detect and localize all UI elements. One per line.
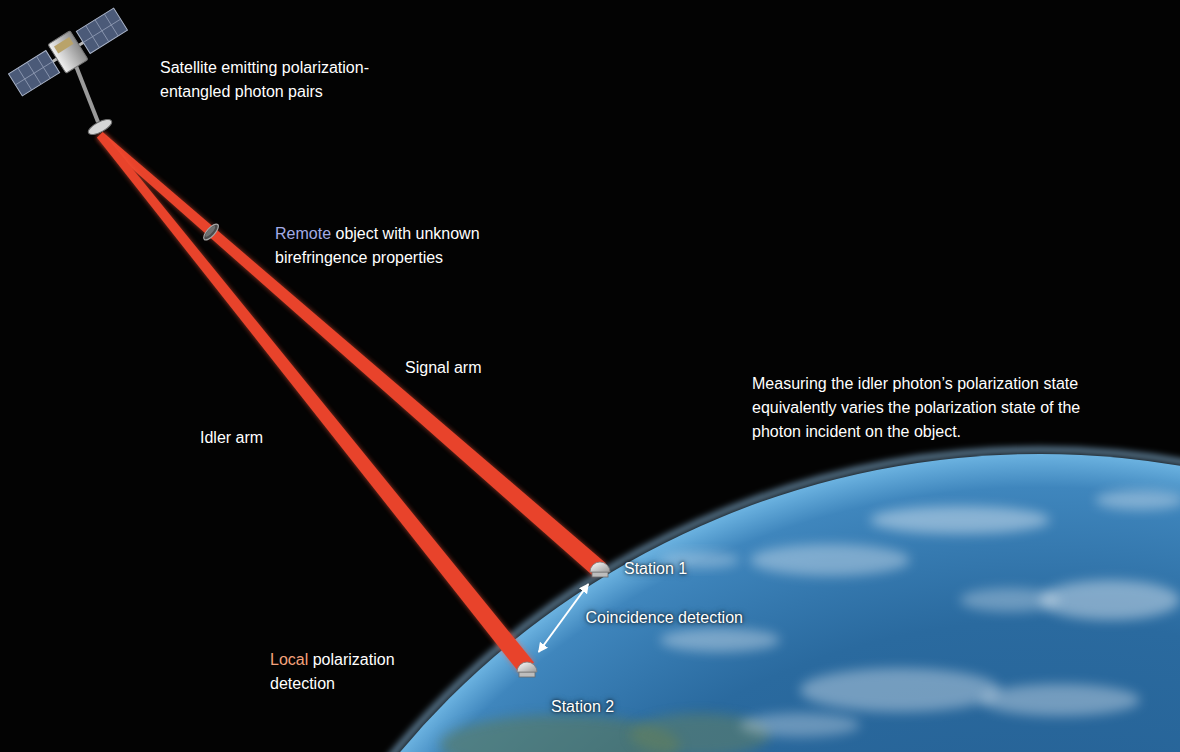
explanation-note: Measuring the idler photon’s polarizatio…: [752, 372, 1087, 444]
cloud: [1040, 580, 1180, 620]
satellite-caption: Satellite emitting polarization-entangle…: [160, 56, 430, 104]
dish-strut: [76, 66, 98, 122]
ground-station: Station 1: [588, 556, 612, 580]
emitter-dish: [86, 116, 114, 137]
remote-object: [201, 222, 220, 242]
arm-label: Idler arm: [200, 426, 320, 450]
station-dome: [588, 556, 612, 580]
cloud: [1095, 490, 1180, 510]
object-caption: Remote object with unknown birefringence…: [275, 222, 500, 270]
signal-beam: [97, 132, 606, 577]
station-base: [519, 672, 535, 677]
solar-panel: [76, 8, 127, 53]
station-label: Station 1: [624, 558, 687, 580]
panel-grid: [9, 51, 60, 96]
solar-panel: [9, 51, 60, 96]
satellite: [6, 5, 129, 138]
cloud: [800, 668, 1000, 712]
arm-label: Signal arm: [405, 356, 525, 380]
cloud: [660, 628, 780, 652]
ground-station: Station 2: [515, 656, 539, 680]
accent-word: Local: [270, 651, 308, 668]
cloud: [960, 588, 1060, 612]
satellite-body: [48, 31, 88, 74]
body-foil: [54, 37, 74, 53]
birefringent-disc: [201, 222, 220, 242]
photon-beams: [97, 132, 606, 674]
atmosphere-glow: [200, 450, 1180, 752]
station-label: Station 2: [551, 696, 614, 718]
accent-word: Remote: [275, 225, 331, 242]
idler-beam-glow: [97, 133, 534, 674]
signal-beam-glow: [97, 132, 606, 577]
dome-shell: [590, 562, 610, 572]
earth: [200, 450, 1180, 752]
detection-caption: Local polarization detection: [270, 648, 430, 696]
cloud: [980, 684, 1140, 716]
cloud: [750, 544, 910, 576]
panel-grid: [76, 8, 127, 53]
coincidence-link: [539, 584, 589, 652]
cloud: [870, 506, 1050, 534]
station-base: [592, 572, 608, 577]
station-dome: [515, 656, 539, 680]
disc-face: [204, 225, 217, 238]
edge-label: Coincidence detection: [586, 607, 743, 629]
cloud: [740, 713, 860, 737]
dome-shell: [517, 662, 537, 672]
idler-beam: [97, 133, 534, 674]
earth-disc: [204, 454, 1180, 752]
